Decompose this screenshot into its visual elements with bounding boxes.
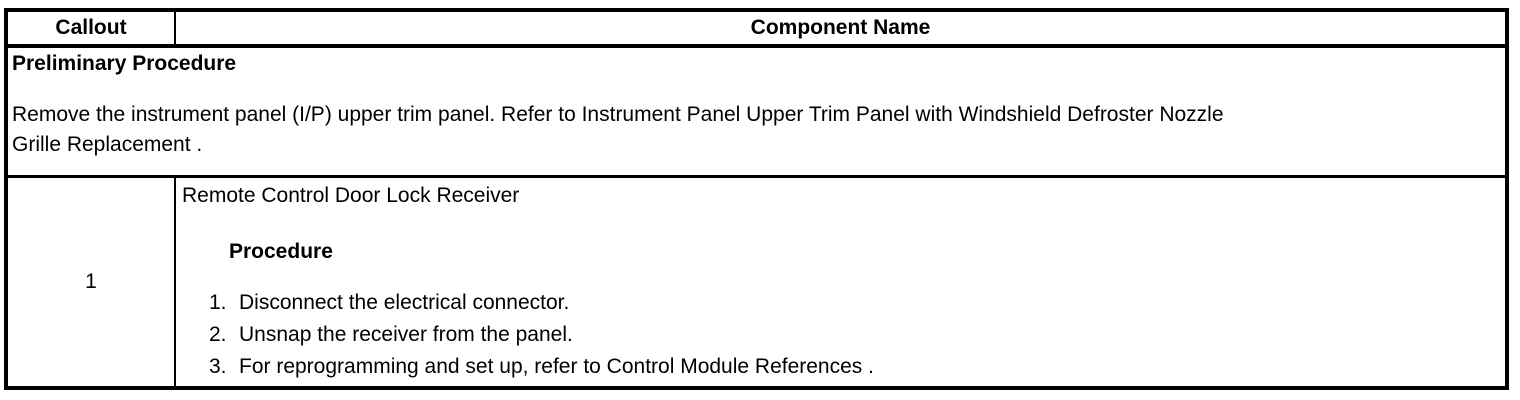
- procedure-heading: Procedure: [229, 240, 333, 263]
- step-number: 2.: [209, 323, 227, 346]
- procedure-step: 1. Disconnect the electrical connector.: [182, 287, 1497, 319]
- step-number: 1.: [209, 291, 227, 314]
- step-number: 3.: [209, 355, 227, 378]
- component-name-text: Remote Control Door Lock Receiver: [182, 184, 520, 207]
- component-name-column-header: Component Name: [750, 16, 931, 39]
- step-text: Unsnap the receiver from the panel.: [239, 323, 573, 346]
- preliminary-procedure-row: Preliminary Procedure Remove the instrum…: [8, 48, 1505, 178]
- step-text: Disconnect the electrical connector.: [239, 291, 570, 314]
- preliminary-procedure-text-line-2: Grille Replacement .: [12, 133, 203, 156]
- preliminary-procedure-title: Preliminary Procedure: [12, 52, 237, 75]
- component-callout-table: Callout Component Name Preliminary Proce…: [4, 8, 1509, 390]
- table-row: 1 Remote Control Door Lock Receiver Proc…: [8, 178, 1505, 386]
- preliminary-procedure-text: Remove the instrument panel (I/P) upper …: [12, 100, 1497, 160]
- step-text: For reprogramming and set up, refer to C…: [239, 355, 874, 378]
- procedure-steps-list: 1. Disconnect the electrical connector. …: [182, 287, 1497, 383]
- table-header-row: Callout Component Name: [8, 12, 1505, 48]
- procedure-step: 3. For reprogramming and set up, refer t…: [182, 351, 1497, 383]
- procedure-step: 2. Unsnap the receiver from the panel.: [182, 319, 1497, 351]
- component-cell: Remote Control Door Lock Receiver Proced…: [176, 178, 1505, 386]
- preliminary-procedure-text-line-1: Remove the instrument panel (I/P) upper …: [12, 103, 1224, 126]
- callout-column-header: Callout: [8, 12, 176, 44]
- callout-number: 1: [8, 178, 176, 386]
